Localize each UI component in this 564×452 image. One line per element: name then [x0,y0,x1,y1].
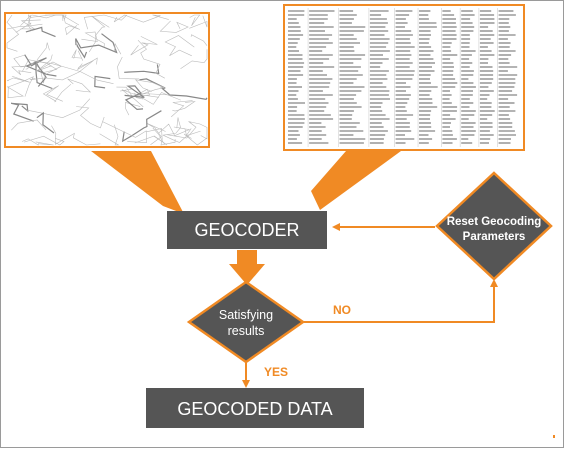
map-road [94,75,111,89]
map-road [24,135,65,146]
address-table-rows [288,8,518,147]
map-road [137,39,165,79]
map-road [35,42,62,76]
map-road [117,56,140,80]
map-road [20,14,32,31]
map-image-frame [4,12,210,148]
map-road [81,31,105,48]
map-road [35,61,53,90]
orange-speck [553,435,555,438]
decision-label-line2: results [228,324,265,338]
map-road [36,111,55,134]
map-road [6,76,34,99]
decision-node: Satisfying results [186,280,306,364]
geocoder-node: GEOCODER [167,211,327,249]
map-road [76,44,88,59]
geocoder-box [167,211,327,249]
map-road [71,49,84,61]
no-label: NO [333,303,351,317]
yes-label: YES [264,365,288,379]
table-to-geocoder-arrow [311,151,401,210]
map-road [116,86,144,108]
map-road [158,123,192,137]
map-road [10,102,34,122]
map-road [31,14,67,22]
map-road [124,85,145,111]
map-image-panel [4,12,210,148]
geocoder-to-decision-arrow [229,250,265,285]
map-road [21,138,54,146]
map-road [114,42,122,55]
map-road [189,14,201,26]
map-to-geocoder-arrow [91,151,184,214]
reset-label-line2: Parameters [463,231,526,243]
geocoder-label: GEOCODER [194,220,299,240]
map-road [6,75,30,83]
table-image-frame [283,4,525,151]
geocoded-data-node: GEOCODED DATA [146,388,364,428]
geocoded-data-box [146,388,364,428]
map-road [146,128,176,146]
reset-node: Reset Geocoding Parameters [435,171,553,281]
map-road [164,35,195,57]
map-road [133,92,181,105]
map-road [67,78,92,93]
map-road [159,20,189,33]
map-road [172,101,196,112]
geocoded-data-label: GEOCODED DATA [177,399,332,419]
decision-diamond [186,280,306,364]
map-road [6,23,43,30]
map-road [102,121,147,143]
map-road [88,15,110,53]
map-road [134,135,168,146]
map-road [25,60,114,84]
map-road [121,110,162,143]
map-road [25,26,56,38]
map-road [42,83,72,103]
map-road [36,54,53,72]
map-road [189,15,208,29]
map-road [51,125,101,146]
map-road [146,122,166,146]
map-road [113,14,169,23]
map-road [11,54,32,76]
decision-label-line1: Satisfying [219,308,273,322]
map-road [162,130,201,143]
map-road [130,36,158,56]
map-road [139,78,208,100]
map-road [171,100,193,118]
map-road [76,106,105,129]
no-connector [304,279,498,323]
map-road [83,14,128,30]
reset-label-line1: Reset Geocoding [447,216,542,228]
map-road [26,98,91,119]
map-road [29,60,94,81]
map-road [190,34,208,46]
map-road [11,119,47,131]
road-map-lines [6,14,208,146]
map-road [183,133,208,146]
map-road [125,101,141,116]
map-road [180,49,208,70]
map-road [6,14,20,52]
table-image-panel [283,4,525,151]
map-road [75,33,118,54]
map-road [45,14,81,36]
map-road [99,124,120,146]
